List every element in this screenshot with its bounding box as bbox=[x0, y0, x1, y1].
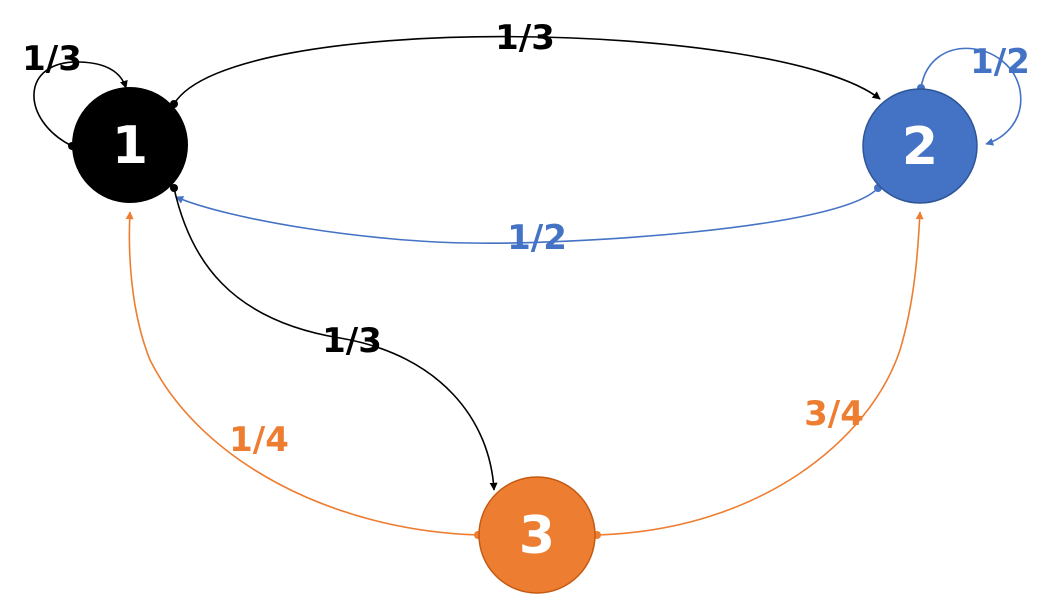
node-1-label: 1 bbox=[112, 116, 148, 176]
node-1-circle bbox=[72, 87, 188, 203]
edge-3-to-1-label: 1/4 bbox=[229, 420, 289, 460]
node-2-label: 2 bbox=[902, 117, 938, 177]
node-3-label: 3 bbox=[519, 506, 555, 566]
edge-3-to-1 bbox=[125, 211, 482, 539]
edge-1-to-3-label: 1/3 bbox=[322, 321, 382, 361]
edge-2-to-2-label: 1/2 bbox=[970, 42, 1030, 82]
edge-3-to-2-line bbox=[596, 211, 924, 536]
edge-1-to-2-label: 1/3 bbox=[495, 18, 555, 58]
edge-1-to-3-line bbox=[173, 187, 498, 491]
edge-3-to-2 bbox=[593, 211, 924, 539]
edge-1-to-2-line bbox=[173, 35, 881, 105]
edge-3-to-2-label: 3/4 bbox=[804, 394, 864, 434]
node-3-circle bbox=[478, 476, 596, 594]
node-2-circle bbox=[862, 88, 978, 204]
edge-2-to-1-label: 1/2 bbox=[507, 218, 567, 258]
node-3: 3 bbox=[478, 476, 596, 594]
edge-1-to-1-line bbox=[33, 61, 128, 147]
edge-1-to-1-label: 1/3 bbox=[22, 39, 82, 79]
node-2: 2 bbox=[862, 88, 978, 204]
edge-2-to-1-line bbox=[175, 187, 879, 244]
edge-1-to-3-start-dot bbox=[170, 184, 178, 192]
edge-2-to-2-line bbox=[920, 47, 1022, 146]
node-1: 1 bbox=[72, 87, 188, 203]
edge-1-to-3 bbox=[170, 184, 498, 491]
edge-3-to-1-line bbox=[125, 211, 479, 536]
